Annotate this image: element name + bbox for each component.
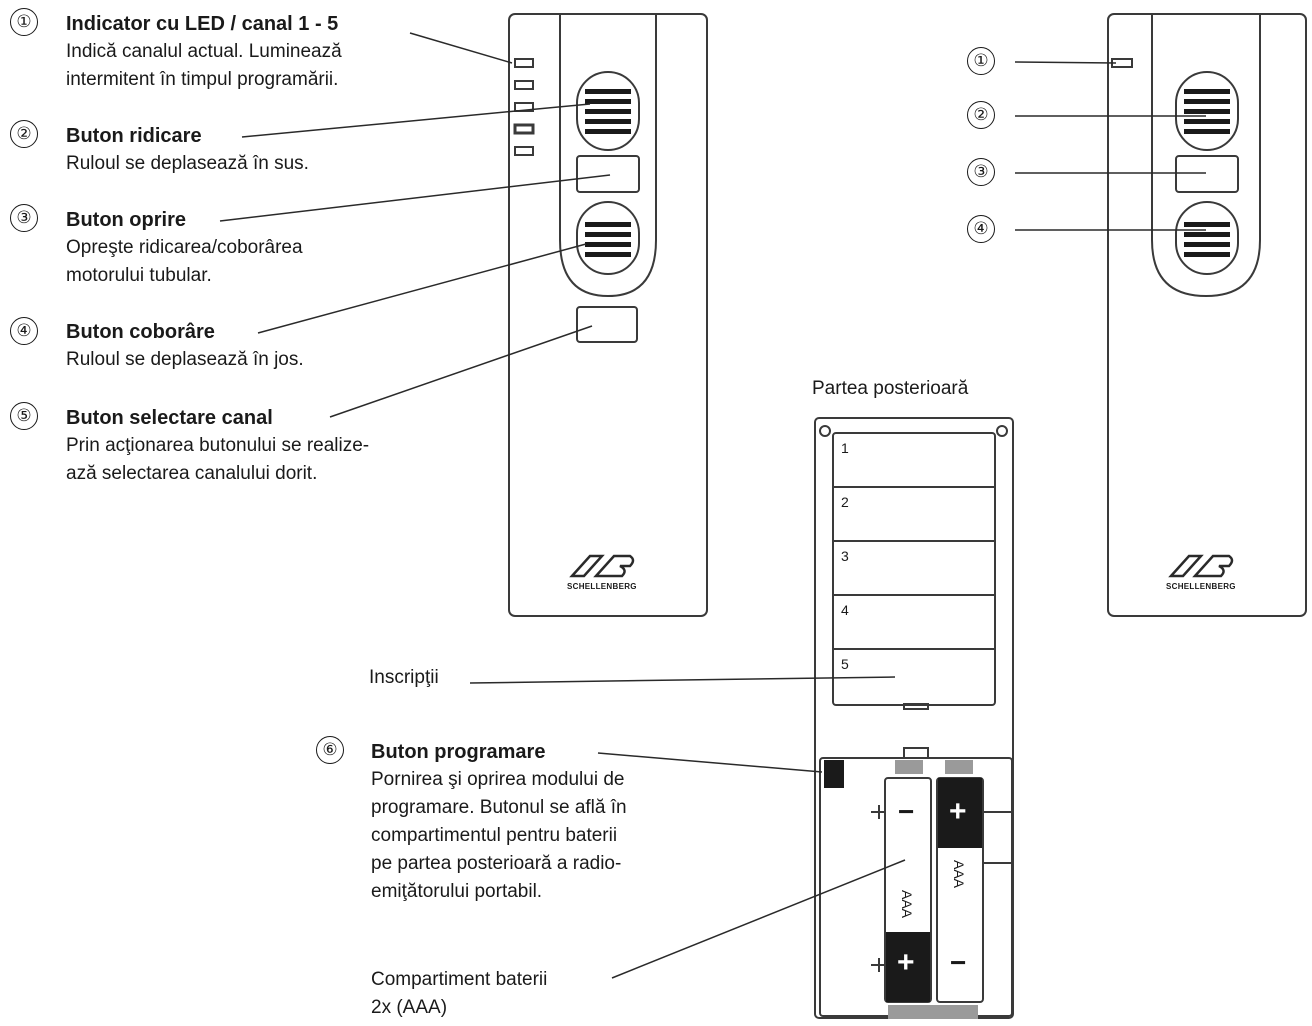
single-up-button [1175, 71, 1239, 151]
front-remote-button-frame [559, 14, 657, 298]
minus-sign-right: − [950, 947, 967, 978]
battery-label-line: Compartiment baterii [371, 969, 548, 990]
single-callout-2: ② [967, 101, 995, 129]
callout-title: Buton oprire [66, 209, 186, 231]
callout-number-3: ③ [10, 204, 38, 232]
single-remote-body [1107, 13, 1307, 617]
callout-desc: Indică canalul actual. Luminează [66, 41, 342, 62]
callout-number-1: ① [10, 8, 38, 36]
back-side-title: Partea posterioară [812, 378, 969, 399]
callout-desc: Ruloul se deplasează în sus. [66, 153, 309, 174]
plus-sign-right: + [949, 795, 967, 828]
battery-label-line: 2x (AAA) [371, 997, 448, 1018]
callout-desc: emiţătorului portabil. [371, 881, 543, 902]
single-stop-button [1175, 155, 1239, 193]
callout-title: Indicator cu LED / canal 1 - 5 [66, 13, 339, 35]
callout-number-6: ⑥ [316, 736, 344, 764]
single-callout-4: ④ [967, 215, 995, 243]
callout-led-indicator: Indicator cu LED / canal 1 - 5 Indică ca… [66, 10, 342, 94]
label-slot-number: 2 [841, 494, 849, 510]
front-up-button [576, 71, 640, 151]
led-2 [514, 80, 534, 90]
callout-title: Buton ridicare [66, 125, 202, 147]
callout-title: Buton selectare canal [66, 407, 273, 429]
callout-desc: Ruloul se deplasează în jos. [66, 349, 304, 370]
single-logo-text: SCHELLENBERG [1166, 582, 1236, 591]
callout-title: Buton coborâre [66, 321, 215, 343]
battery-type-right: AAA [951, 859, 968, 889]
callout-up-button: Buton ridicare Ruloul se deplasează în s… [66, 122, 309, 178]
label-slot-number: 1 [841, 440, 849, 456]
plus-sign-left: + [897, 946, 915, 979]
single-callout-1: ① [967, 47, 995, 75]
label-slot-number: 3 [841, 548, 849, 564]
callout-title: Buton programare [371, 741, 546, 763]
label-slot-number: 4 [841, 602, 849, 618]
callout-number-5: ⑤ [10, 402, 38, 430]
callout-desc: motorului tubular. [66, 265, 212, 286]
led-1 [514, 58, 534, 68]
callout-number-2: ② [10, 120, 38, 148]
callout-desc: Pornirea şi oprirea modului de [371, 769, 625, 790]
callout-number-4: ④ [10, 317, 38, 345]
callout-down-button: Buton coborâre Ruloul se deplasează în j… [66, 318, 304, 374]
battery-type-left: AAA [899, 889, 916, 919]
led-4 [513, 123, 535, 135]
callout-stop-button: Buton oprire Opreşte ridicarea/coborârea… [66, 206, 303, 290]
led-5 [514, 146, 534, 156]
minus-sign-left: − [898, 796, 915, 827]
front-remote-body [508, 13, 708, 617]
front-down-button [576, 201, 640, 275]
callout-desc: compartimentul pentru baterii [371, 825, 618, 846]
callout-program-button: Buton programare Pornirea şi oprirea mod… [371, 738, 627, 906]
callout-desc: intermitent în timpul programării. [66, 69, 339, 90]
single-callout-3: ③ [967, 158, 995, 186]
callout-desc: pe partea posterioară a radio- [371, 853, 622, 874]
front-stop-button [576, 155, 640, 193]
single-remote-button-frame [1151, 14, 1261, 298]
single-down-button [1175, 201, 1239, 275]
program-button [824, 760, 844, 788]
front-logo-text: SCHELLENBERG [567, 582, 637, 591]
label-strip [832, 432, 996, 706]
channel-select-button [576, 306, 638, 343]
inscriptions-label: Inscripţii [369, 667, 439, 688]
callout-desc: programare. Butonul se află în [371, 797, 627, 818]
callout-channel-select: Buton selectare canal Prin acţionarea bu… [66, 404, 369, 488]
callout-desc: ază selectarea canalului dorit. [66, 463, 318, 484]
callout-desc: Prin acţionarea butonului se realize- [66, 435, 370, 456]
battery-compartment-label: Compartiment baterii 2x (AAA) [371, 966, 547, 1022]
label-slot-number: 5 [841, 656, 849, 672]
callout-desc: Opreşte ridicarea/coborârea [66, 237, 303, 258]
